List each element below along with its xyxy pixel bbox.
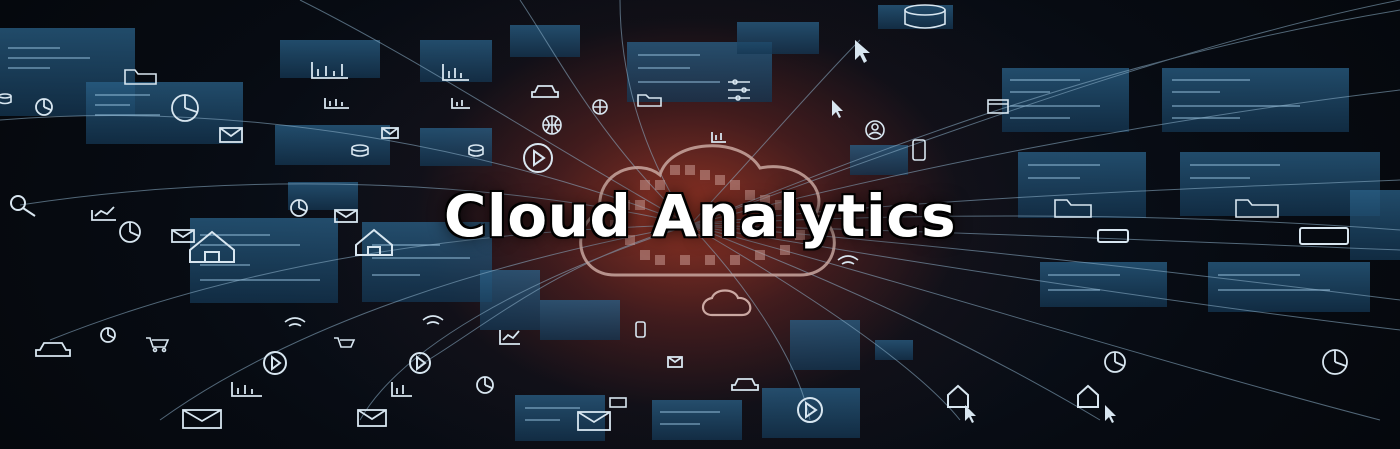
mail-icon xyxy=(171,127,683,431)
banner-title: Cloud Analytics xyxy=(443,182,957,250)
bar-chart-icon xyxy=(91,62,726,397)
battery-icon xyxy=(1097,227,1349,245)
cloud-icon xyxy=(579,144,836,317)
cursor-icon xyxy=(832,40,1116,423)
globe-icon xyxy=(542,99,608,135)
sliders-icon xyxy=(728,79,750,101)
data-panels-right xyxy=(850,68,1400,312)
search-icon xyxy=(10,195,36,217)
car-icon xyxy=(35,85,759,391)
play-icon xyxy=(263,143,823,423)
home-icon xyxy=(189,228,1099,408)
user-icon xyxy=(865,120,885,140)
phone-icon xyxy=(635,139,926,338)
wifi-icon xyxy=(284,255,859,327)
pie-chart-icon xyxy=(35,94,1348,394)
panel-text-lines xyxy=(8,47,1330,425)
data-panels-left xyxy=(0,25,580,303)
folder-icon xyxy=(124,69,1279,218)
cart-icon xyxy=(146,337,356,353)
database-icon xyxy=(0,4,946,157)
credit-card-icon xyxy=(609,99,1009,408)
